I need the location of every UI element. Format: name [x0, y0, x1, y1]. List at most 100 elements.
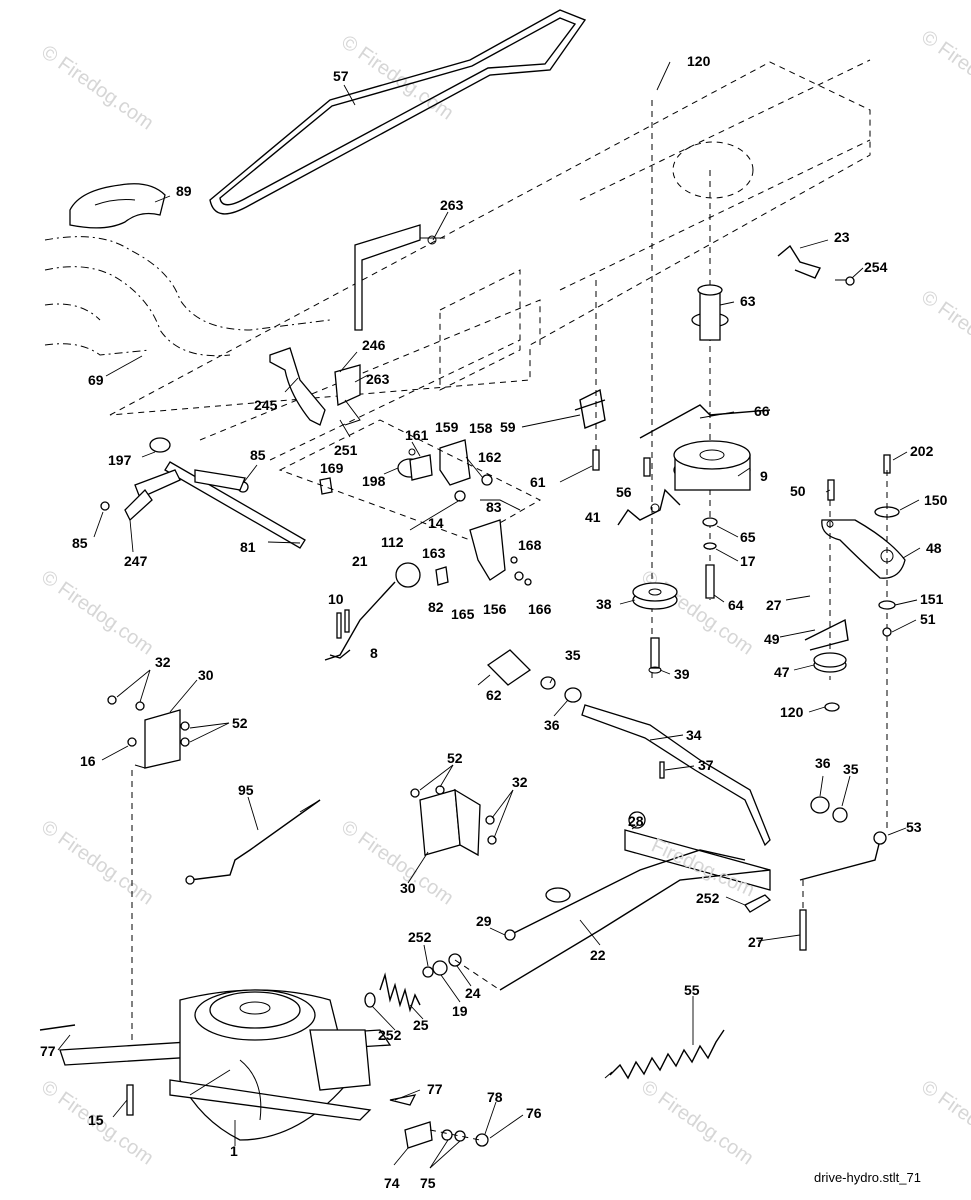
drive-belt	[209, 9, 587, 215]
watermark: © Firedog.com	[917, 26, 971, 119]
part-label-61: 61	[530, 474, 546, 490]
part-label-36: 36	[544, 717, 560, 733]
part-label-252-c: 252	[378, 1027, 402, 1043]
part-label-198: 198	[362, 473, 386, 489]
part-label-52: 52	[232, 715, 248, 731]
part-label-251: 251	[334, 442, 358, 458]
part-label-66: 66	[754, 403, 770, 419]
part-label-52-b: 52	[447, 750, 463, 766]
part-label-65: 65	[740, 529, 756, 545]
part-label-24: 24	[465, 985, 481, 1001]
part-label-36-b: 36	[815, 755, 831, 771]
part-label-112: 112	[381, 534, 404, 550]
part-label-14: 14	[428, 515, 444, 531]
part-label-77: 77	[40, 1043, 56, 1059]
part-label-77-b: 77	[427, 1081, 443, 1097]
part-label-19: 19	[452, 1003, 468, 1019]
part-label-202: 202	[910, 443, 934, 459]
part-label-162: 162	[478, 449, 502, 465]
part-label-15: 15	[88, 1112, 104, 1128]
part-label-85: 85	[250, 447, 266, 463]
watermark: © Firedog.com	[37, 566, 157, 659]
bracket-30-center	[410, 785, 497, 857]
part-label-55: 55	[684, 982, 700, 998]
part-label-263-b: 263	[366, 371, 390, 387]
part-label-27: 27	[766, 597, 782, 613]
part-label-17: 17	[740, 553, 756, 569]
part-label-32: 32	[155, 654, 171, 670]
part-label-10: 10	[328, 591, 344, 607]
part-label-81: 81	[240, 539, 256, 555]
part-label-150: 150	[924, 492, 948, 508]
part-label-59: 59	[500, 419, 516, 435]
part-label-53: 53	[906, 819, 922, 835]
part-label-69: 69	[88, 372, 104, 388]
spring-stack	[364, 953, 501, 1013]
control-lever: Firedog.com	[499, 811, 887, 991]
part-label-37: 37	[698, 757, 714, 773]
part-label-263: 263	[440, 197, 464, 213]
fender-cover	[69, 183, 166, 229]
part-label-156: 156	[483, 601, 507, 617]
part-label-28: 28	[628, 813, 644, 829]
part-label-64: 64	[728, 597, 744, 613]
part-label-75: 75	[420, 1175, 436, 1191]
part-label-22: 22	[590, 947, 606, 963]
part-label-48: 48	[926, 540, 942, 556]
part-label-254: 254	[864, 259, 888, 275]
part-label-161: 161	[405, 427, 429, 443]
part-labels: 57 89 69 120 263 246 263 245 251 197 85 …	[40, 53, 948, 1191]
part-label-39: 39	[674, 666, 690, 682]
part-label-27-b: 27	[748, 934, 764, 950]
part-label-163: 163	[422, 545, 446, 561]
bracket-30-left	[107, 695, 190, 1050]
bracket-23	[777, 244, 855, 286]
leader-lines	[57, 61, 921, 1169]
part-label-29: 29	[476, 913, 492, 929]
part-label-82: 82	[428, 599, 444, 615]
frame	[109, 59, 871, 461]
part-label-76: 76	[526, 1105, 542, 1121]
watermark: © Firedog.com	[37, 41, 157, 134]
part-label-252: 252	[696, 890, 720, 906]
part-label-247: 247	[124, 553, 148, 569]
part-label-168: 168	[518, 537, 542, 553]
part-label-246: 246	[362, 337, 386, 353]
part-label-165: 165	[451, 606, 475, 622]
part-label-9: 9	[760, 468, 768, 484]
watermark: © Firedog.com	[337, 31, 457, 124]
part-label-56: 56	[616, 484, 632, 500]
part-label-50: 50	[790, 483, 806, 499]
part-label-62: 62	[486, 687, 502, 703]
part-label-35: 35	[565, 647, 581, 663]
pulley	[632, 582, 678, 674]
rod-95	[185, 799, 321, 885]
part-label-159: 159	[435, 419, 459, 435]
part-label-74: 74	[384, 1175, 400, 1191]
part-label-49: 49	[764, 631, 780, 647]
part-label-166: 166	[528, 601, 552, 617]
part-label-89: 89	[176, 183, 192, 199]
part-label-57: 57	[333, 68, 349, 84]
axle-parts	[404, 1121, 489, 1149]
part-label-151: 151	[920, 591, 944, 607]
part-label-85-b: 85	[72, 535, 88, 551]
spring-55	[604, 1029, 725, 1080]
part-label-25: 25	[413, 1017, 429, 1033]
part-label-35-b: 35	[843, 761, 859, 777]
part-label-83: 83	[486, 499, 502, 515]
idler-arm	[804, 454, 906, 830]
upper-brackets	[269, 224, 445, 426]
part-label-41: 41	[585, 509, 601, 525]
pto-clutch-stack	[651, 100, 751, 680]
shaft-assembly	[100, 437, 306, 549]
part-label-47: 47	[774, 664, 790, 680]
part-label-32-b: 32	[512, 774, 528, 790]
part-label-158: 158	[469, 420, 493, 436]
part-label-34: 34	[686, 727, 702, 743]
part-label-23: 23	[834, 229, 850, 245]
watermark: © Firedog.com	[917, 286, 971, 379]
springs-brackets	[574, 280, 771, 526]
watermark: © Firedog.com	[637, 1076, 757, 1169]
